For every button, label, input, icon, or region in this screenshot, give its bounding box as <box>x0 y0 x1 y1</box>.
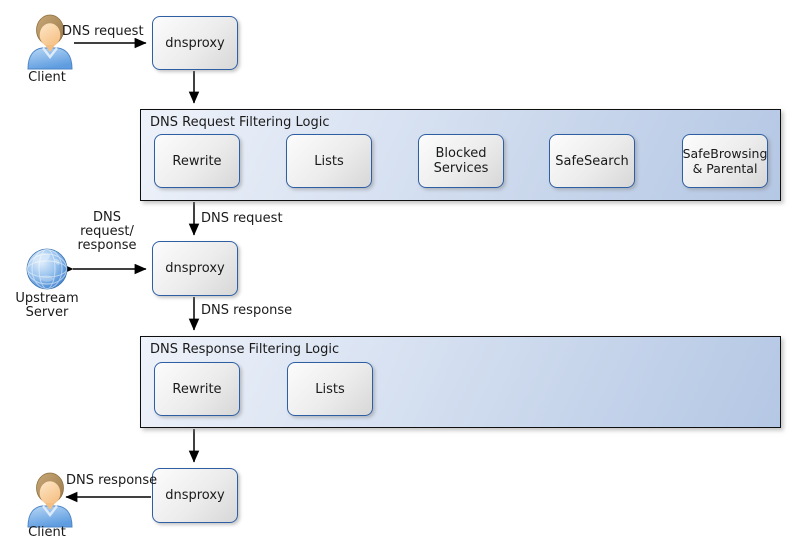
response-filtering-title: DNS Response Filtering Logic <box>150 342 340 357</box>
edge-label-request-logic-to-proxy2: DNS request <box>201 211 283 226</box>
step-safebrowsing-parental: SafeBrowsing & Parental <box>682 134 768 188</box>
dnsproxy-node-1-label: dnsproxy <box>165 35 225 51</box>
client-label-bottom: Client <box>28 525 66 540</box>
step-lists-response-label: Lists <box>315 381 345 397</box>
dnsproxy-node-2-label: dnsproxy <box>165 261 225 276</box>
step-rewrite-response: Rewrite <box>154 362 240 416</box>
dnsproxy-node-3: dnsproxy <box>152 468 238 523</box>
dnsproxy-node-2: dnsproxy <box>152 241 238 296</box>
dnsproxy-node-1: dnsproxy <box>152 16 238 70</box>
step-lists-request: Lists <box>286 134 372 188</box>
client-label-top: Client <box>28 70 66 85</box>
step-safesearch: SafeSearch <box>549 134 635 188</box>
step-blocked-services-label: Blocked Services <box>433 146 489 176</box>
step-blocked-services: Blocked Services <box>418 134 504 188</box>
request-filtering-title: DNS Request Filtering Logic <box>150 115 330 130</box>
upstream-server-label: Upstream Server <box>15 291 79 320</box>
person-icon-bottom <box>24 470 76 528</box>
request-filtering-group: DNS Request Filtering Logic Rewrite List… <box>140 109 781 201</box>
step-lists-response: Lists <box>287 362 373 416</box>
edge-label-upstream-link: DNS request/ response <box>77 210 137 253</box>
globe-icon <box>25 247 69 291</box>
step-rewrite-response-label: Rewrite <box>172 381 222 397</box>
edge-label-proxy3-to-client: DNS response <box>66 473 158 488</box>
step-safebrowsing-parental-label: SafeBrowsing & Parental <box>682 146 768 176</box>
step-safesearch-label: SafeSearch <box>555 153 629 169</box>
step-lists-request-label: Lists <box>314 153 344 169</box>
dnsproxy-node-3-label: dnsproxy <box>165 488 225 503</box>
person-icon <box>24 12 76 70</box>
edge-label-client-to-proxy1: DNS request <box>62 24 144 39</box>
response-filtering-group: DNS Response Filtering Logic Rewrite Lis… <box>140 336 781 428</box>
step-rewrite-request-label: Rewrite <box>172 153 222 169</box>
edge-label-proxy2-to-response-logic: DNS response <box>201 303 293 318</box>
step-rewrite-request: Rewrite <box>154 134 240 188</box>
